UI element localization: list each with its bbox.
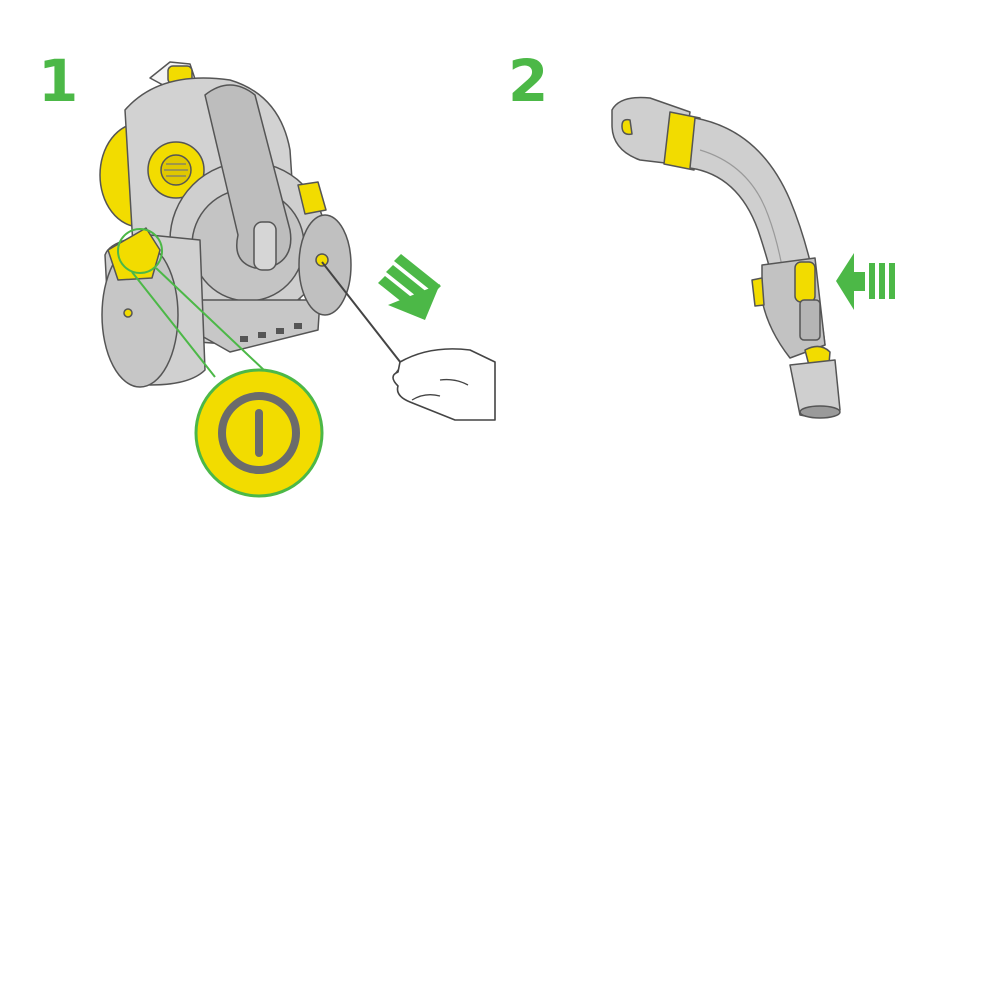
power-button-callout xyxy=(117,228,324,498)
hose-handle-illustration xyxy=(611,96,841,419)
push-arrow-icon xyxy=(836,253,895,310)
hand-holding-plug-illustration xyxy=(321,261,496,421)
step-1-number: 1 xyxy=(38,47,78,115)
power-button-icon xyxy=(218,392,300,474)
vacuum-cleaner-illustration xyxy=(99,61,352,388)
step-2-number: 2 xyxy=(508,47,548,115)
pull-direction-arrow-icon xyxy=(378,254,441,320)
